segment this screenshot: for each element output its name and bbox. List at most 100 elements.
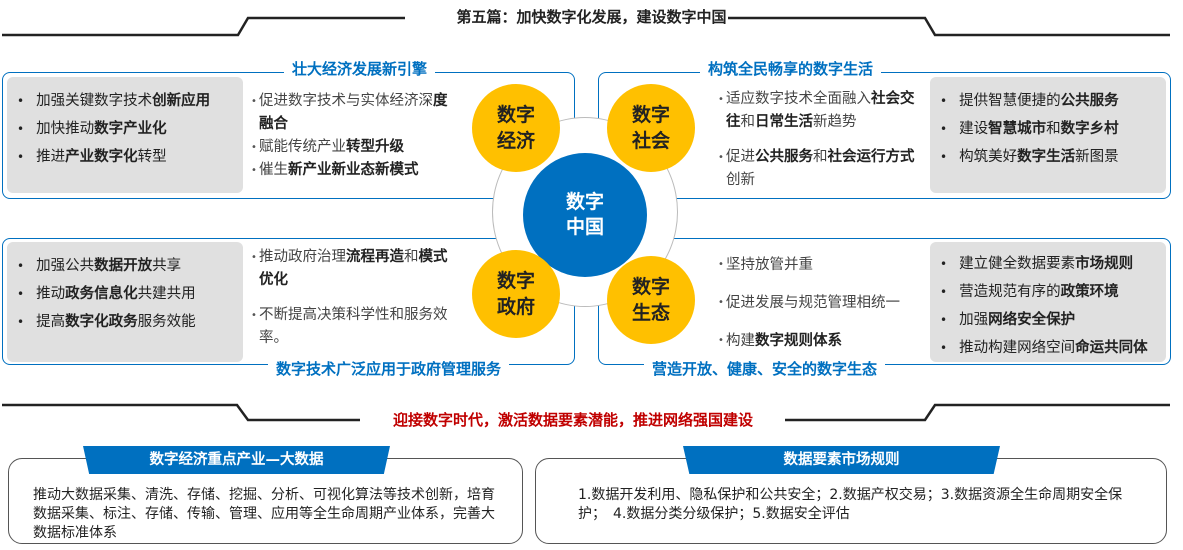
digital-society-circle: 数字社会 xyxy=(607,84,695,172)
slogan: 迎接数字时代，激活数据要素潜能，推进网络强国建设 xyxy=(392,411,753,429)
list-item: 促进数字技术与实体经济深度融合 xyxy=(251,90,461,136)
emphasis-text: 模式优化 xyxy=(259,249,448,288)
digital-economy-circle: 数字经济 xyxy=(472,84,560,172)
government-key-list: 加强公共数据开放共享推动政务信息化共建共用提高数字化政务服务效能 xyxy=(7,242,243,362)
list-item: 推动政务信息化共建共用 xyxy=(17,280,237,308)
emphasis-text: 产业数字化 xyxy=(65,149,138,165)
market-tab: 数据要素市场规则 xyxy=(683,446,1000,474)
item-text: 新趋势 xyxy=(813,114,857,130)
item-text: 不断提高决策科学性和服务效率。 xyxy=(259,307,448,346)
government-detail-list: 推动政府治理流程再造和模式优化不断提高决策科学性和服务效率。 xyxy=(251,246,461,350)
item-text: 加强 xyxy=(959,312,989,328)
list-item: 建设智慧城市和数字乡村 xyxy=(940,115,1160,143)
list-item: 建立健全数据要素市场规则 xyxy=(940,250,1160,278)
list-item: 加强网络安全保护 xyxy=(940,306,1160,334)
item-text: 共建共用 xyxy=(137,286,196,302)
emphasis-text: 度融合 xyxy=(259,93,448,132)
emphasis-text: 流程再造 xyxy=(346,249,404,265)
item-text: 促进发展与规范管理相统一 xyxy=(726,295,900,311)
item-text: 提高 xyxy=(36,314,66,330)
list-item: 推动政府治理流程再造和模式优化 xyxy=(251,246,461,292)
emphasis-text: 网络安全保护 xyxy=(988,312,1076,328)
society-key-list: 提供智慧便捷的公共服务建设智慧城市和数字乡村构筑美好数字生活新图景 xyxy=(930,77,1166,193)
item-text: 建立健全数据要素 xyxy=(959,256,1076,272)
page-title: 第五篇：加快数字化发展，建设数字中国 xyxy=(456,8,727,26)
emphasis-text: 数字化政务 xyxy=(65,314,138,330)
item-text: 共享 xyxy=(152,258,182,274)
item-text: 推动构建网络空间 xyxy=(959,340,1076,356)
item-text: 加强关键数字技术 xyxy=(36,93,153,109)
digital-government-circle: 数字政府 xyxy=(472,250,560,338)
item-text: 促进数字技术与实体经济深 xyxy=(259,93,433,109)
emphasis-text: 公共服务 xyxy=(1060,93,1119,109)
list-item: 加强关键数字技术创新应用 xyxy=(17,87,237,115)
item-text: 构筑美好 xyxy=(959,149,1018,165)
item-text: 和 xyxy=(1046,121,1061,137)
item-text: 营造规范有序的 xyxy=(959,284,1061,300)
ecology-detail-list: 坚持放管并重促进发展与规范管理相统一构建数字规则体系 xyxy=(718,246,933,360)
emphasis-text: 市场规则 xyxy=(1075,256,1134,272)
list-item: 坚持放管并重 xyxy=(718,246,933,284)
item-text: 新图景 xyxy=(1075,149,1119,165)
item-text: 促进 xyxy=(726,149,755,165)
emphasis-text: 政策环境 xyxy=(1060,284,1119,300)
item-text: 推动 xyxy=(36,286,66,302)
emphasis-text: 社会交往 xyxy=(726,91,915,130)
list-item: 推动构建网络空间命运共同体 xyxy=(940,334,1160,362)
emphasis-text: 命运共同体 xyxy=(1075,340,1148,356)
list-item: 加强公共数据开放共享 xyxy=(17,252,237,280)
item-text: 和 xyxy=(813,149,828,165)
list-item: 适应数字技术全面融入社会交往和日常生活新趋势 xyxy=(718,88,923,134)
item-text: 提供智慧便捷的 xyxy=(959,93,1061,109)
item-text: 服务效能 xyxy=(137,314,196,330)
item-text: 构建 xyxy=(726,333,755,349)
society-title: 构筑全民畅享的数字生活 xyxy=(700,58,882,79)
emphasis-text: 数字乡村 xyxy=(1060,121,1119,137)
digital-ecology-circle: 数字生态 xyxy=(607,256,695,344)
list-item: 提高数字化政务服务效能 xyxy=(17,308,237,336)
bigdata-tab: 数字经济重点产业—大数据 xyxy=(83,446,390,474)
list-item: 促进发展与规范管理相统一 xyxy=(718,284,933,322)
emphasis-text: 政务信息化 xyxy=(65,286,138,302)
item-text: 创新 xyxy=(726,172,755,188)
item-text: 推动政府治理 xyxy=(259,249,346,265)
economy-title: 壮大经济发展新引擎 xyxy=(284,58,436,79)
government-title: 数字技术广泛应用于政府管理服务 xyxy=(268,358,510,379)
item-text: 坚持放管并重 xyxy=(726,257,813,273)
emphasis-text: 数据开放 xyxy=(94,258,153,274)
emphasis-text: 数字规则体系 xyxy=(755,333,842,349)
emphasis-text: 社会运行方式 xyxy=(827,149,915,165)
list-item: 提供智慧便捷的公共服务 xyxy=(940,87,1160,115)
list-item: 推进产业数字化转型 xyxy=(17,143,237,171)
item-text: 催生 xyxy=(259,162,288,178)
ecology-key-list: 建立健全数据要素市场规则营造规范有序的政策环境加强网络安全保护推动构建网络空间命… xyxy=(930,242,1166,362)
emphasis-text: 新产业新业态新模式 xyxy=(288,162,419,178)
item-text: 加强公共 xyxy=(36,258,95,274)
item-text: 建设 xyxy=(959,121,989,137)
emphasis-text: 创新应用 xyxy=(152,93,211,109)
item-text: 赋能传统产业 xyxy=(259,139,346,155)
list-item: 催生新产业新业态新模式 xyxy=(251,159,461,182)
list-item: 营造规范有序的政策环境 xyxy=(940,278,1160,306)
item-text: 转型 xyxy=(137,149,167,165)
list-item: 构建数字规则体系 xyxy=(718,322,933,360)
emphasis-text: 日常生活 xyxy=(755,114,813,130)
item-text: 适应数字技术全面融入 xyxy=(726,91,871,107)
emphasis-text: 数字产业化 xyxy=(94,121,167,137)
digital-china-circle: 数字中国 xyxy=(523,153,647,277)
list-item: 促进公共服务和社会运行方式创新 xyxy=(718,146,923,192)
ecology-title: 营造开放、健康、安全的数字生态 xyxy=(644,358,886,379)
emphasis-text: 公共服务 xyxy=(755,149,813,165)
economy-key-list: 加强关键数字技术创新应用加快推动数字产业化推进产业数字化转型 xyxy=(7,77,243,193)
emphasis-text: 数字生活 xyxy=(1017,149,1076,165)
item-text: 和 xyxy=(404,249,419,265)
bigdata-text: 推动大数据采集、清洗、存储、挖掘、分析、可视化算法等技术创新，培育数据采集、标注… xyxy=(33,487,495,541)
list-item: 不断提高决策科学性和服务效率。 xyxy=(251,304,461,350)
market-text: 1.数据开发利用、隐私保护和公共安全；2.数据产权交易；3.数据资源全生命周期安… xyxy=(578,487,1123,522)
item-text: 加快推动 xyxy=(36,121,95,137)
economy-detail-list: 促进数字技术与实体经济深度融合赋能传统产业转型升级催生新产业新业态新模式 xyxy=(251,90,461,182)
list-item: 加快推动数字产业化 xyxy=(17,115,237,143)
emphasis-text: 转型升级 xyxy=(346,139,404,155)
list-item: 赋能传统产业转型升级 xyxy=(251,136,461,159)
